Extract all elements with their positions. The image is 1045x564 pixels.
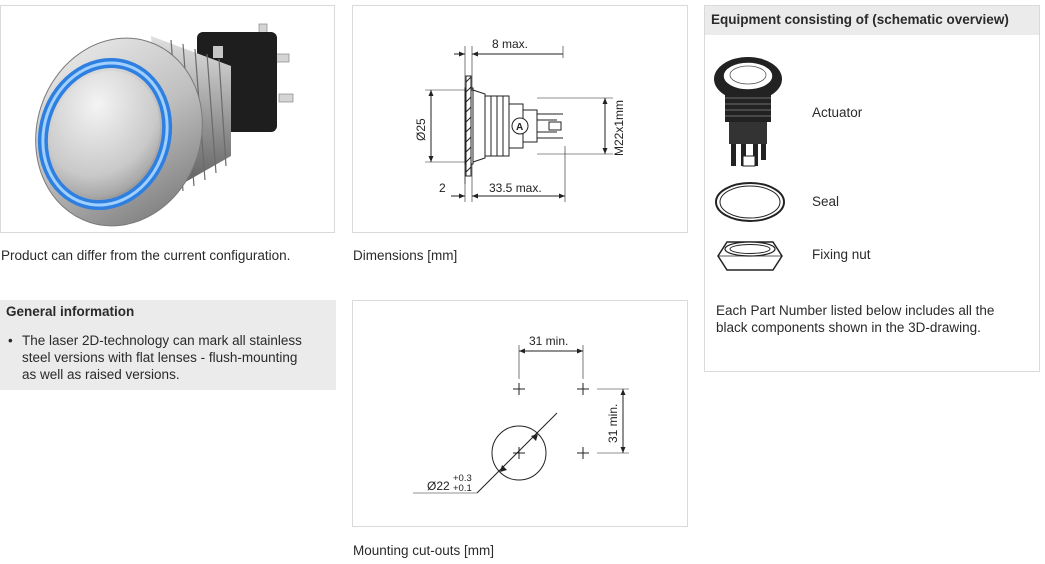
equipment-note: Each Part Number listed below includes a… [716,302,1031,336]
fixing-nut-label: Fixing nut [812,247,871,262]
dimensions-drawing-panel: 8 max. Ø25 M22x1mm 2 33.5 max. A [352,5,688,233]
cutout-tolerance-lower: +0.1 [453,483,472,494]
general-information-box: General information • The laser 2D-techn… [0,300,336,390]
general-information-list: • The laser 2D-technology can mark all s… [0,324,336,383]
mounting-cutout-caption: Mounting cut-outs [mm] [353,543,495,558]
list-item-line: as well as raised versions. [22,367,180,382]
dim-a-label: A [516,122,523,133]
actuator-label: Actuator [812,105,863,120]
equipment-panel: Equipment consisting of (schematic overv… [704,5,1040,372]
cutout-tolerance-upper: +0.3 [453,473,472,484]
lens-icon [49,70,161,198]
dim-33-5max-label: 33.5 max. [489,181,542,195]
dim-d25-label: Ø25 [414,118,428,141]
dim-m22-label: M22x1mm [612,100,626,156]
seal-label: Seal [812,194,840,209]
photo-caption: Product can differ from the current conf… [1,248,291,263]
seal-icon [715,182,785,222]
list-item-line: The laser 2D-technology can mark all sta… [22,333,302,348]
equipment-schematic [714,57,785,271]
fixing-nut-icon [717,241,783,271]
dim-2-label: 2 [439,181,446,195]
actuator-icon [714,57,782,167]
mounting-cutout-drawing: 31 min. 31 min. Ø22 +0.3 +0.1 [413,334,629,494]
dimensions-caption: Dimensions [mm] [353,248,458,263]
cutout-31-vertical-label: 31 min. [606,404,620,443]
bullet-icon: • [8,333,13,348]
equipment-note-line: black components shown in the 3D-drawing… [716,320,981,335]
cutout-31-horizontal-label: 31 min. [529,334,568,348]
list-item: • The laser 2D-technology can mark all s… [8,332,322,383]
product-photo [35,23,294,227]
dimensions-drawing: 8 max. Ø25 M22x1mm 2 33.5 max. A [414,37,626,202]
product-photo-panel [0,5,335,233]
list-item-line: steel versions with flat lenses - flush-… [22,350,298,365]
equipment-heading: Equipment consisting of (schematic overv… [705,6,1039,35]
mounting-cutout-panel: 31 min. 31 min. Ø22 +0.3 +0.1 [352,300,688,527]
cutout-d22-label: Ø22 [427,479,450,493]
general-information-heading: General information [6,304,135,319]
equipment-note-line: Each Part Number listed below includes a… [716,303,995,318]
dim-8max-label: 8 max. [492,37,528,51]
